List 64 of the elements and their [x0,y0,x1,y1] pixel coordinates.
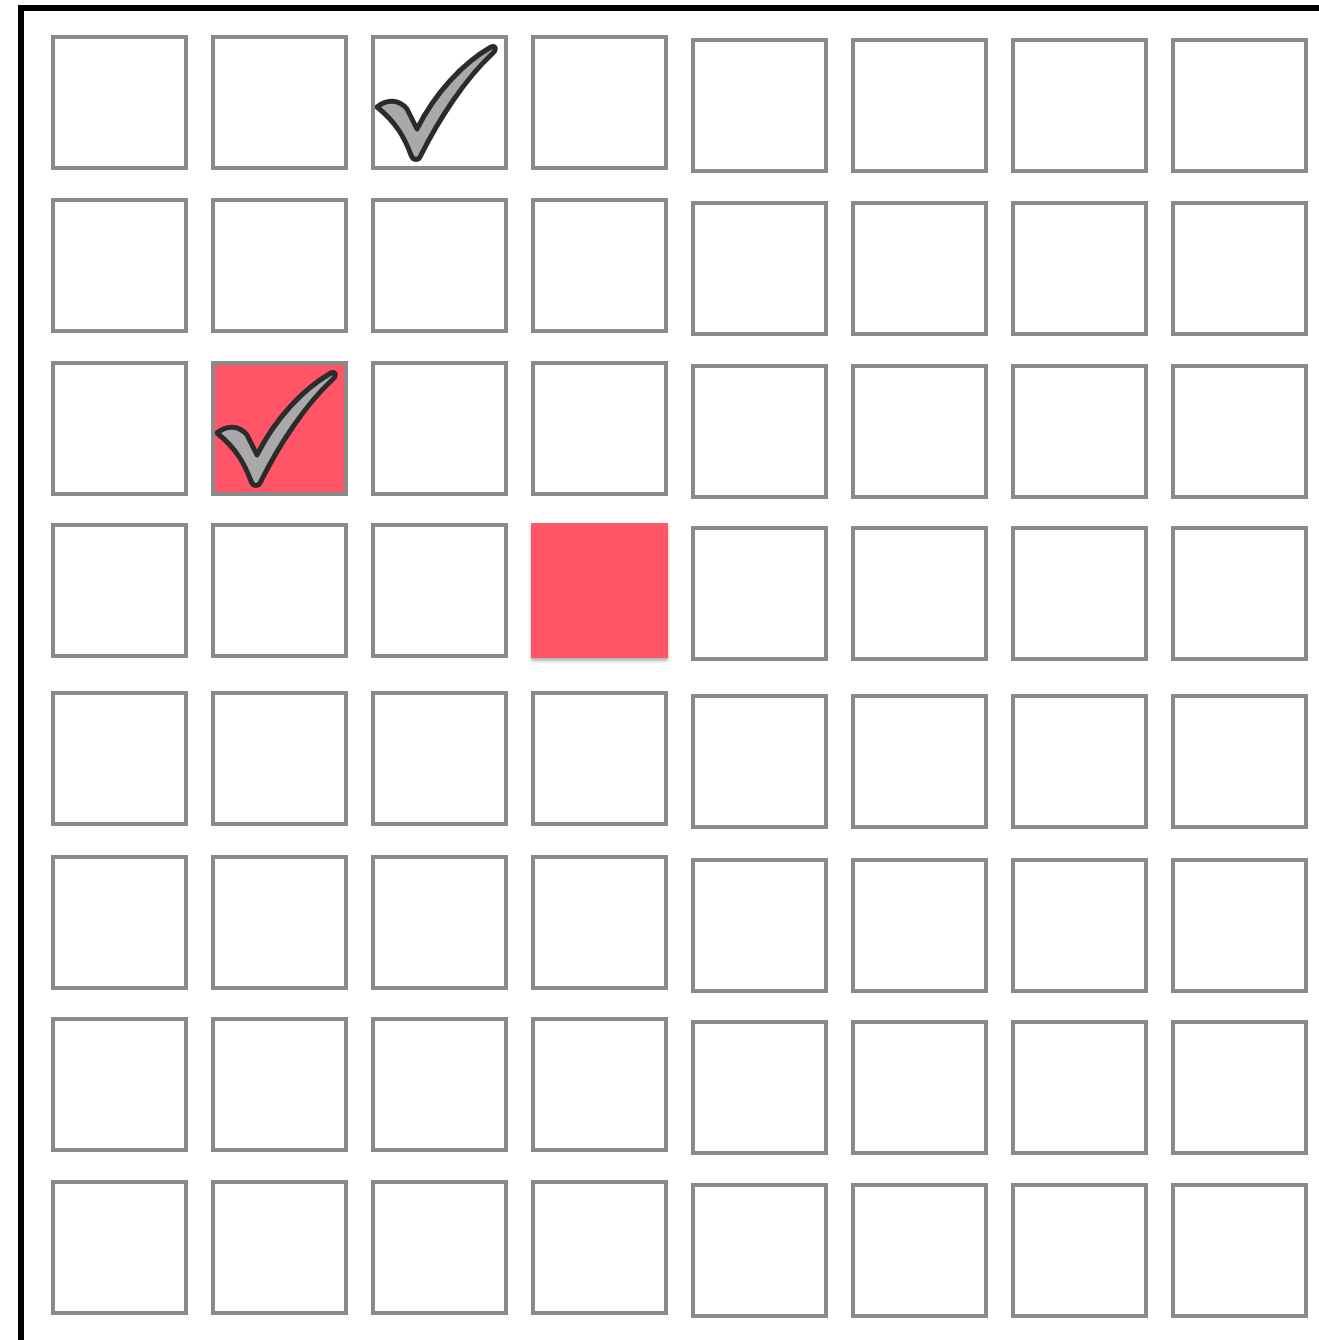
checkbox [371,1180,508,1315]
checkbox [51,361,188,496]
checkbox [851,858,988,993]
checkbox [371,523,508,658]
checkbox [531,855,668,990]
checkbox [1011,694,1148,829]
checkbox [371,35,508,170]
checkbox [1171,201,1308,336]
checkbox [691,858,828,993]
checkbox [51,1017,188,1152]
checkbox [371,198,508,333]
checkbox [1011,526,1148,661]
checkbox [1171,526,1308,661]
checkbox [691,38,828,173]
checkbox [1171,38,1308,173]
checkbox [691,201,828,336]
checkbox [51,523,188,658]
checkbox [851,364,988,499]
checkbox [51,855,188,990]
checkbox [211,1017,348,1152]
checkbox [371,691,508,826]
checkbox [691,694,828,829]
checkbox [51,1180,188,1315]
checkbox [1011,858,1148,993]
marked-square [531,523,668,658]
checkbox [531,361,668,496]
checkbox [1171,694,1308,829]
checkbox [691,364,828,499]
checkbox [211,35,348,170]
checkbox [851,1183,988,1318]
checkbox [691,1183,828,1318]
checkbox [531,1017,668,1152]
checkbox [371,361,508,496]
checkbox [1011,201,1148,336]
checkbox [371,1017,508,1152]
checkbox [851,38,988,173]
checkbox [1171,364,1308,499]
checkbox [691,526,828,661]
checkbox [51,198,188,333]
checkbox [531,35,668,170]
checkbox [1011,1020,1148,1155]
checkbox [851,526,988,661]
checkbox [1011,38,1148,173]
checkbox [1171,1020,1308,1155]
checkbox [851,1020,988,1155]
checkbox [1011,364,1148,499]
checkbox [211,855,348,990]
checkbox [211,1180,348,1315]
checkbox [1171,858,1308,993]
marked-square [211,361,348,496]
checkbox [851,201,988,336]
checkbox [691,1020,828,1155]
checkbox [211,691,348,826]
checkbox [531,198,668,333]
checkbox [851,694,988,829]
checkbox [1171,1183,1308,1318]
checkbox [531,691,668,826]
checkbox [531,1180,668,1315]
checkbox [211,198,348,333]
checkbox [1011,1183,1148,1318]
checkbox [371,855,508,990]
checkbox [51,691,188,826]
checkbox [211,523,348,658]
checkbox [51,35,188,170]
